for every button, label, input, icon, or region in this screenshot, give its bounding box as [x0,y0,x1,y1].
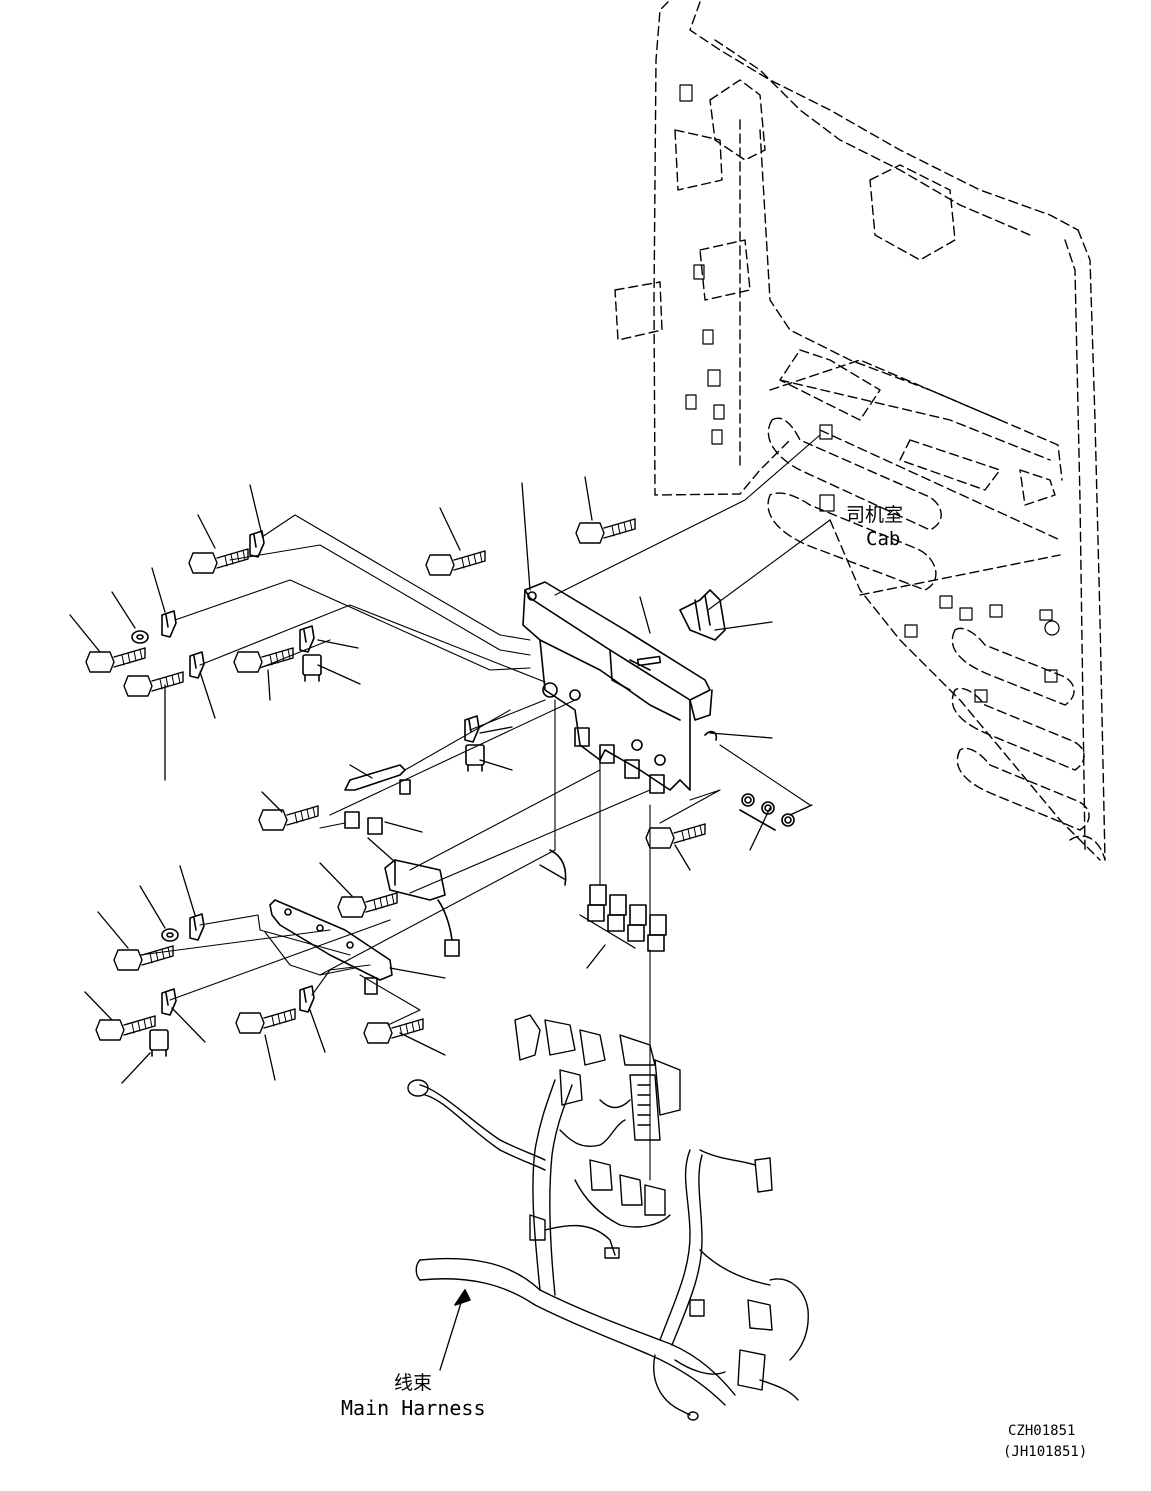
leader-lines [69,476,813,1084]
relay-stack [587,884,667,952]
connector-group-right [739,793,795,831]
cab-label-english: Cab [866,528,901,550]
cab-clips [679,84,1060,703]
small-bracket [344,764,411,835]
cab-label-chinese: 司机室 [846,504,904,526]
assembly-lines [139,434,831,1181]
terminal-block [679,589,726,641]
harness-label-english: Main Harness [341,1396,486,1420]
bolts [85,518,706,1044]
clips [161,530,480,1016]
cab-panel [614,1,1106,861]
hook-wire [549,849,567,886]
wire-clip [704,730,718,741]
drawing-number: CZH01851 [1008,1423,1076,1439]
relays-small [149,654,485,1057]
harness-label-chinese: 线束 [394,1372,433,1394]
main-bracket [522,581,713,794]
harness-arrow [439,1289,471,1371]
main-harness [407,1014,809,1421]
lower-plate [269,899,393,995]
reference-number: (JH101851) [1003,1444,1088,1460]
fuse-box [384,859,460,957]
